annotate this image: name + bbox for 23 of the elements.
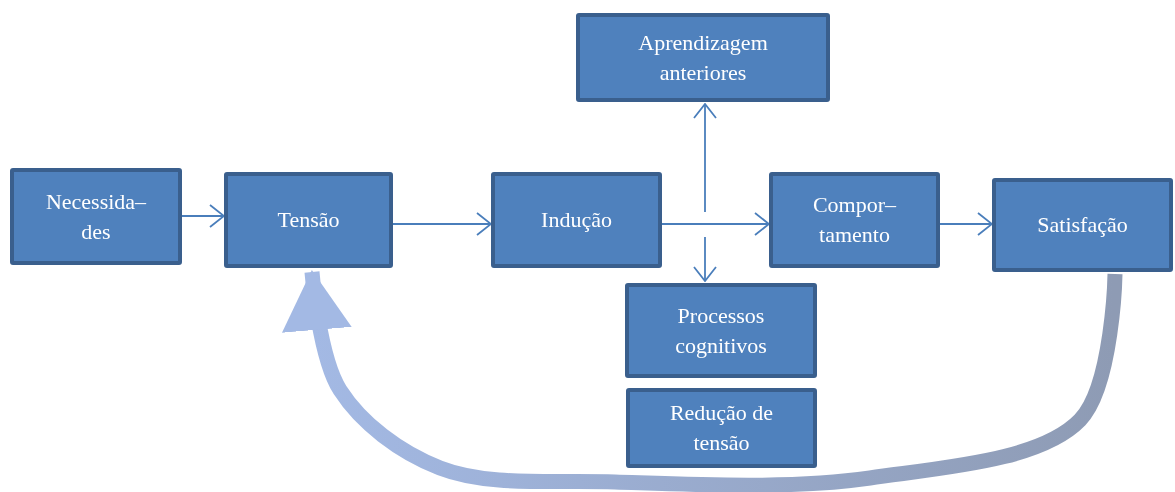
process-box [576, 13, 830, 102]
process-box [224, 172, 393, 268]
process-box [491, 172, 662, 268]
arrow [693, 103, 717, 213]
box-label: Necessida– des [44, 187, 148, 246]
process-box [625, 283, 817, 378]
box-label: Indução [541, 206, 612, 234]
curved-arrow [282, 270, 1123, 492]
process-box [626, 388, 817, 468]
box-label: Processos cognitivos [674, 301, 768, 360]
process-box [769, 172, 940, 268]
box-label: Aprendizagem anteriores [637, 28, 769, 87]
process-box [10, 168, 182, 265]
arrow [392, 212, 492, 236]
arrow [693, 236, 717, 282]
box-label: Satisfação [1037, 211, 1128, 239]
arrow [661, 212, 770, 236]
arrow [939, 212, 993, 236]
box-label: Redução de tensão [668, 399, 775, 457]
box-label: Tensão [277, 206, 340, 234]
arrow [181, 204, 225, 228]
process-box [992, 178, 1173, 272]
box-label: Compor– tamento [811, 191, 898, 249]
